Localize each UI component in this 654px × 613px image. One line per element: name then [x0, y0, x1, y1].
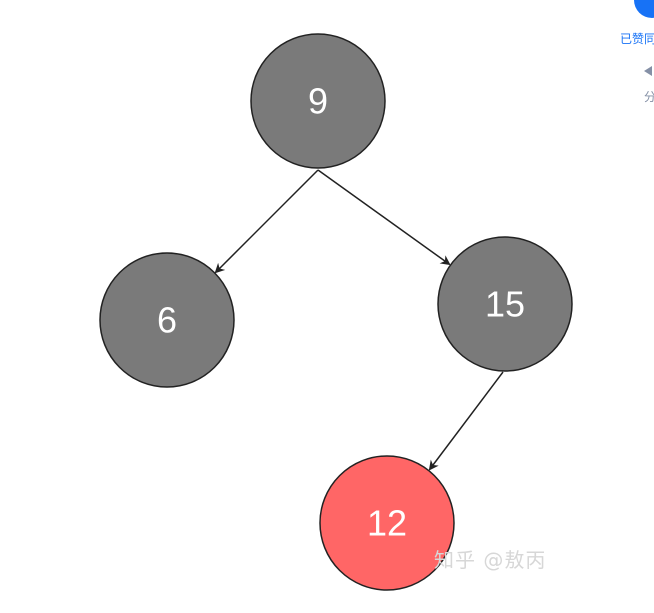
node-circle — [437, 236, 573, 372]
tree-node-6: 6 — [99, 252, 235, 388]
node-circle — [250, 33, 386, 169]
node-label: 15 — [485, 284, 525, 325]
tree-node-15: 15 — [437, 236, 573, 372]
node-label: 6 — [157, 300, 177, 341]
tree-node-9: 9 — [250, 33, 386, 169]
edge-15-to-12 — [428, 371, 504, 471]
share-label[interactable]: 分 — [644, 90, 654, 104]
node-circle — [319, 455, 455, 591]
tree-node-12: 12 — [319, 455, 455, 591]
like-label[interactable]: 已赞同 — [620, 32, 654, 46]
node-label: 9 — [308, 81, 328, 122]
node-label: 12 — [367, 503, 407, 544]
watermark: 知乎 @敖丙 — [434, 548, 547, 572]
node-circle — [99, 252, 235, 388]
share-icon[interactable] — [644, 66, 652, 76]
like-button[interactable] — [634, 0, 654, 18]
side-action-rail: 已赞同 分 — [614, 0, 654, 110]
edge-9-to-6 — [214, 169, 319, 274]
edge-9-to-15 — [317, 169, 451, 266]
